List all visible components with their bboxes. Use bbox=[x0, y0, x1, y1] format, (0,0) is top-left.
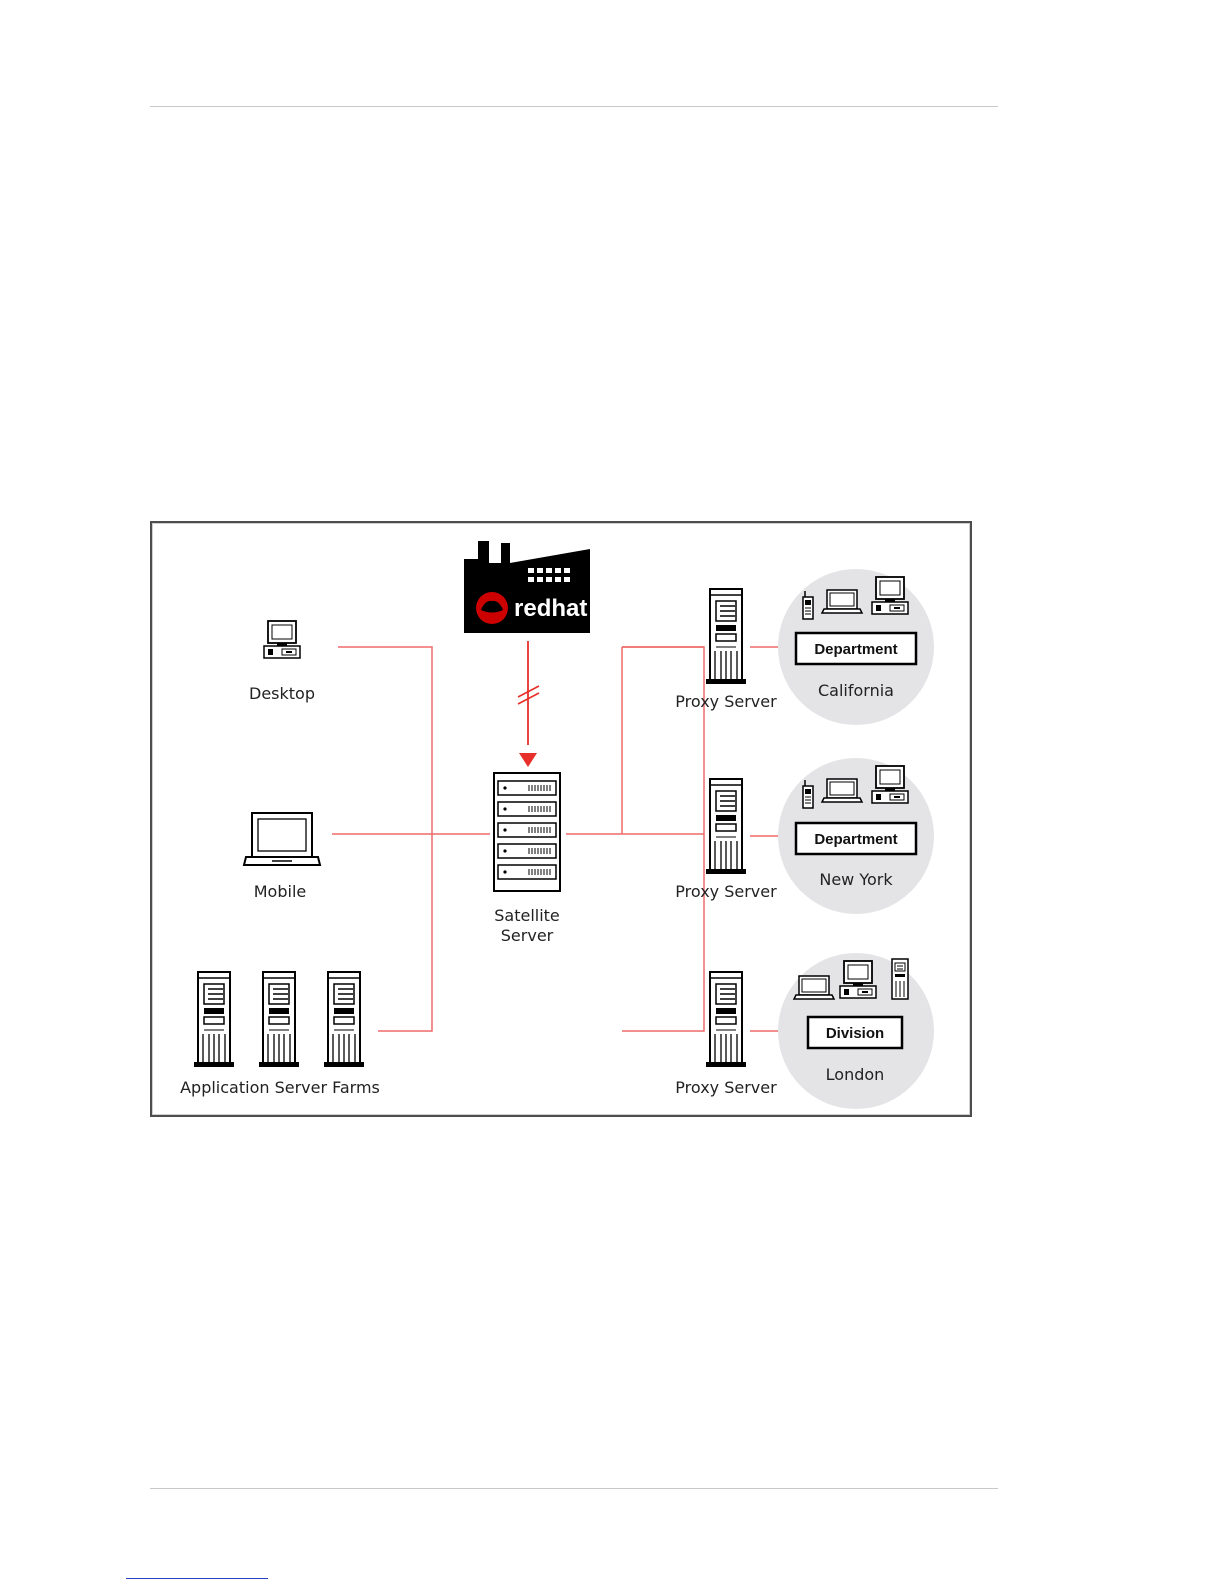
mobile-label: Mobile bbox=[254, 882, 306, 901]
server-tower-icon bbox=[259, 972, 299, 1067]
satellite-topology-figure: redhat Desktop Mobile Application Server… bbox=[150, 521, 972, 1117]
proxy-tower-icon bbox=[706, 972, 746, 1067]
proxy-server-california: Proxy Server bbox=[675, 589, 777, 711]
logo-wordmark: redhat bbox=[514, 595, 587, 622]
desktop-label: Desktop bbox=[249, 684, 315, 703]
site-new-york: Department New York bbox=[778, 758, 934, 914]
link-app-farms bbox=[378, 834, 432, 1031]
site-location-label: London bbox=[826, 1065, 885, 1084]
footer-link-underline[interactable] bbox=[126, 1578, 268, 1579]
app-server-farms-label: Application Server Farms bbox=[180, 1078, 380, 1097]
laptop-icon bbox=[822, 590, 862, 613]
mini-tower-icon bbox=[892, 959, 908, 999]
proxy-label: Proxy Server bbox=[675, 692, 777, 711]
site-location-label: New York bbox=[819, 870, 893, 889]
proxy-server-london: Proxy Server bbox=[675, 972, 777, 1097]
laptop-icon bbox=[244, 813, 320, 865]
satellite-label-line2: Server bbox=[501, 926, 554, 945]
server-tower-icon bbox=[194, 972, 234, 1067]
proxy-label: Proxy Server bbox=[675, 882, 777, 901]
rack-server-icon bbox=[494, 773, 560, 891]
desktop-computer-icon bbox=[872, 766, 908, 803]
diagram-canvas: redhat Desktop Mobile Application Server… bbox=[152, 523, 970, 1115]
proxy-label: Proxy Server bbox=[675, 1078, 777, 1097]
unit-label: Department bbox=[814, 641, 897, 658]
redhat-logo: redhat bbox=[464, 541, 590, 633]
laptop-icon bbox=[794, 976, 834, 999]
proxy-server-new-york: Proxy Server bbox=[675, 779, 777, 901]
header-rule bbox=[150, 106, 998, 107]
proxy-tower-icon bbox=[706, 589, 746, 684]
desktop-computer-icon bbox=[840, 961, 876, 998]
server-tower-icon bbox=[324, 972, 364, 1067]
desktop-computer-icon bbox=[264, 621, 300, 658]
footer-rule bbox=[150, 1488, 998, 1489]
desktop-computer-icon bbox=[872, 577, 908, 614]
desktop-node: Desktop bbox=[249, 621, 315, 703]
mobile-node: Mobile bbox=[244, 813, 320, 901]
satellite-label-line1: Satellite bbox=[494, 906, 560, 925]
link-desktop bbox=[338, 647, 432, 834]
satellite-server-node: Satellite Server bbox=[494, 773, 560, 945]
site-location-label: California bbox=[818, 681, 894, 700]
site-california: Department California bbox=[778, 569, 934, 725]
app-server-farms-node: Application Server Farms bbox=[180, 972, 380, 1097]
site-london: Division London bbox=[778, 953, 934, 1109]
proxy-tower-icon bbox=[706, 779, 746, 874]
uplink-arrow bbox=[518, 641, 539, 767]
arrow-head-icon bbox=[519, 753, 537, 767]
unit-label: Department bbox=[814, 831, 897, 848]
laptop-icon bbox=[822, 779, 862, 802]
unit-label: Division bbox=[826, 1025, 884, 1042]
